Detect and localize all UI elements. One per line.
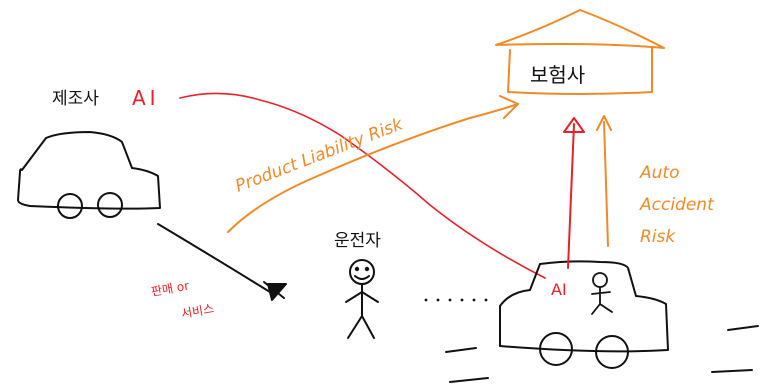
ai-car-occupant bbox=[591, 272, 613, 315]
insurer-house bbox=[495, 9, 665, 95]
ai-left-label: AI bbox=[132, 86, 160, 110]
auto-accident-risk-label-2: Accident bbox=[639, 195, 715, 215]
sales-or-service-label-1: 판매 or bbox=[150, 279, 190, 299]
manufacturer-car-wheel bbox=[57, 193, 83, 219]
driver-figure bbox=[345, 259, 379, 339]
ai-car-to-insurer-arrow bbox=[563, 117, 585, 269]
ai-car-wheel bbox=[539, 332, 573, 366]
insurer-label: 보험사 bbox=[530, 63, 585, 87]
manufacturer-car-wheel bbox=[97, 192, 123, 218]
product-liability-arrow bbox=[227, 95, 519, 233]
auto-accident-risk-label-3: Risk bbox=[640, 227, 676, 247]
auto-accident-risk-label-1: Auto bbox=[639, 163, 679, 183]
manufacturer-label: 제조사 bbox=[52, 89, 99, 109]
ai-connection-line bbox=[179, 92, 546, 279]
dotted-trail bbox=[424, 298, 488, 302]
product-liability-risk-label: Product Liability Risk bbox=[233, 114, 407, 197]
ai-car-label: AI bbox=[551, 280, 567, 299]
driver-head bbox=[349, 259, 375, 285]
manufacturer-car bbox=[17, 131, 161, 219]
sales-service-arrow bbox=[157, 223, 287, 301]
road-lines bbox=[445, 325, 759, 383]
ai-car bbox=[499, 260, 669, 369]
driver-label: 운전자 bbox=[334, 231, 381, 251]
sales-or-service-label-2: 서비스 bbox=[180, 301, 215, 321]
ai-car-wheel bbox=[595, 335, 629, 369]
accident-risk-arrow bbox=[596, 115, 612, 247]
